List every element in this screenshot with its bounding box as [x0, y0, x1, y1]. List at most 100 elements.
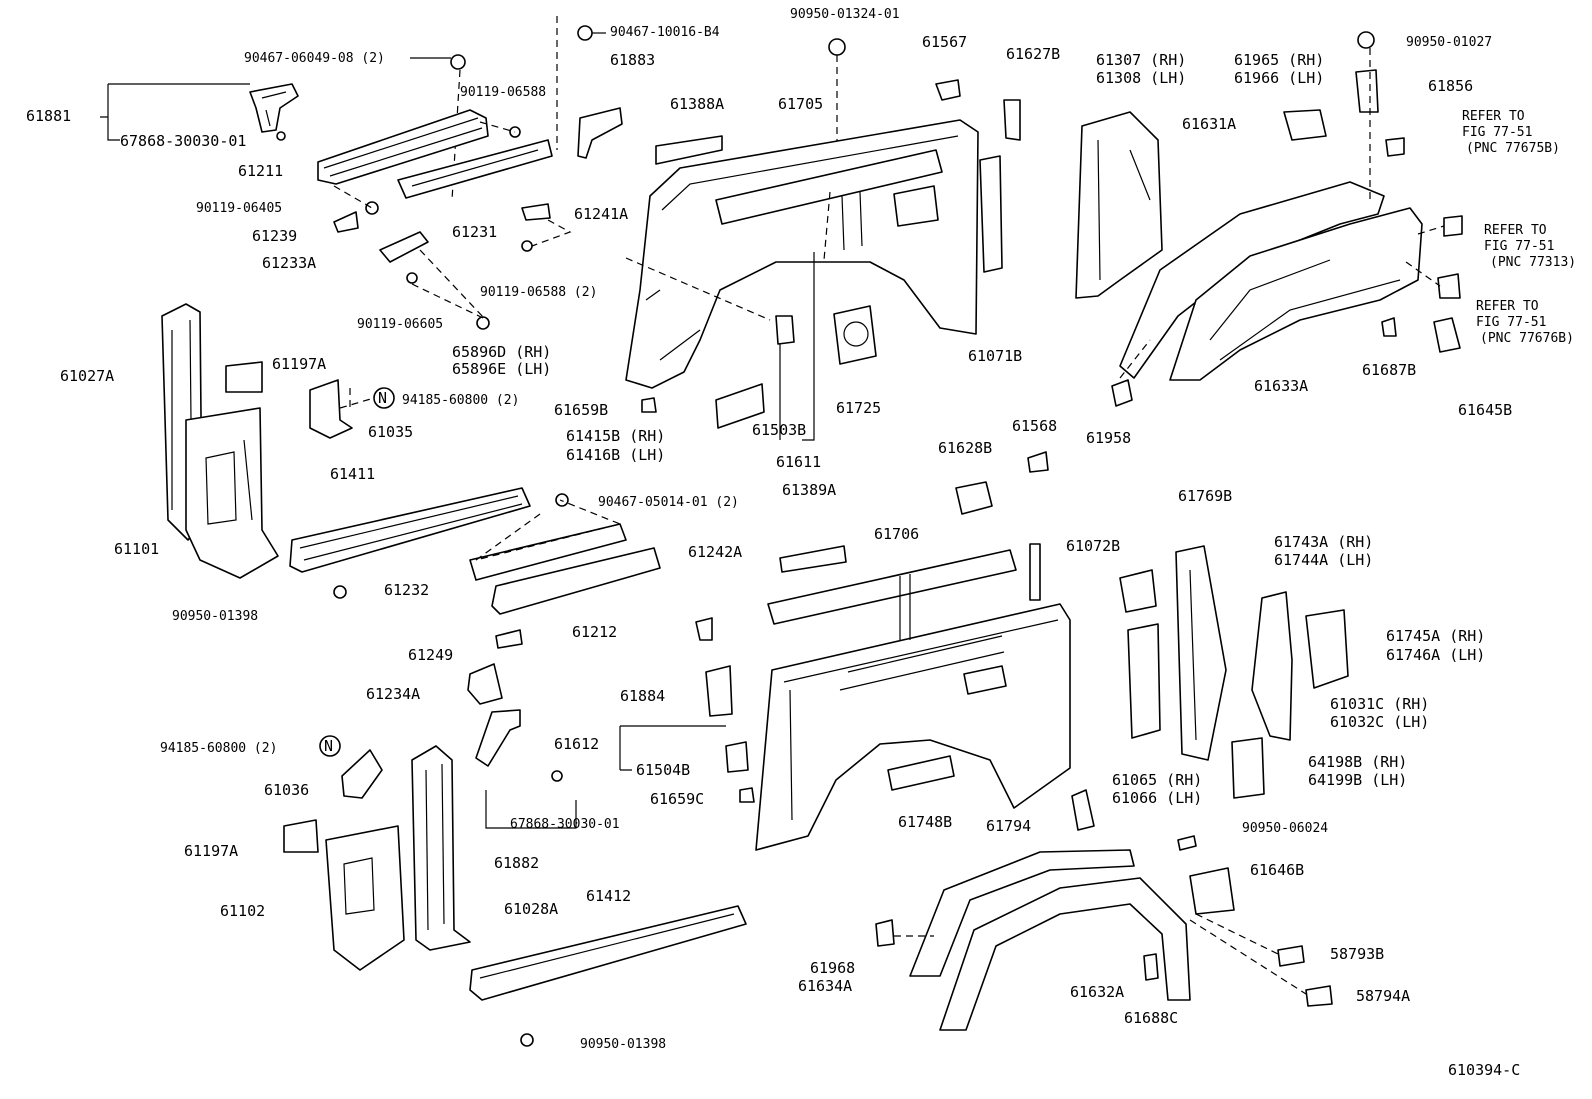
callout-61388A[interactable]: 61388A — [670, 95, 725, 113]
callout-58793B[interactable]: 58793B — [1330, 945, 1385, 963]
callout-90119-06588-2[interactable]: 90119-06588 (2) — [480, 285, 598, 300]
callout-61628B[interactable]: 61628B — [938, 439, 993, 457]
callout-67868-30030-01[interactable]: 67868-30030-01 — [120, 132, 247, 150]
callout-61416B[interactable]: 61416B (LH) — [566, 446, 666, 464]
callout-67868-30030-01-2[interactable]: 67868-30030-01 — [510, 817, 620, 832]
callout-90950-01398-2[interactable]: 90950-01398 — [580, 1037, 667, 1052]
callout-61646B[interactable]: 61646B — [1250, 861, 1305, 879]
callout-90950-06024[interactable]: 90950-06024 — [1242, 821, 1329, 836]
callout-90467-05014-01[interactable]: 90467-05014-01 (2) — [598, 495, 739, 510]
part-77675B — [1385, 137, 1405, 157]
callout-61197A[interactable]: 61197A — [272, 355, 327, 373]
callout-65896E[interactable]: 65896E (LH) — [452, 360, 552, 378]
callout-61412[interactable]: 61412 — [586, 887, 632, 905]
callout-61634A[interactable]: 61634A — [798, 977, 853, 995]
callout-61308[interactable]: 61308 (LH) — [1096, 69, 1187, 87]
callout-61231[interactable]: 61231 — [452, 223, 498, 241]
callout-61197A-2[interactable]: 61197A — [184, 842, 239, 860]
callout-61568[interactable]: 61568 — [1012, 417, 1058, 435]
callout-61743A[interactable]: 61743A (RH) — [1274, 533, 1374, 551]
callout-90467-06049-08[interactable]: 90467-06049-08 (2) — [244, 51, 385, 66]
n-mark-1 — [373, 387, 395, 409]
callout-61688C[interactable]: 61688C — [1124, 1009, 1179, 1027]
callout-61234A[interactable]: 61234A — [366, 685, 421, 703]
n-mark-label-2: N — [324, 737, 334, 755]
callout-90950-01398[interactable]: 90950-01398 — [172, 609, 259, 624]
callout-61659B[interactable]: 61659B — [554, 401, 609, 419]
callout-61503B[interactable]: 61503B — [752, 421, 807, 439]
callout-58794A[interactable]: 58794A — [1356, 987, 1411, 1005]
callout-61882[interactable]: 61882 — [494, 854, 540, 872]
callout-90119-06605[interactable]: 90119-06605 — [357, 317, 444, 332]
callout-61071B[interactable]: 61071B — [968, 347, 1023, 365]
callout-90950-01324-01[interactable]: 90950-01324-01 — [790, 7, 900, 22]
callout-61101[interactable]: 61101 — [114, 540, 160, 558]
callout-61627B[interactable]: 61627B — [1006, 45, 1061, 63]
callout-61883[interactable]: 61883 — [610, 51, 656, 69]
callout-61567[interactable]: 61567 — [922, 33, 968, 51]
callout-61212[interactable]: 61212 — [572, 623, 618, 641]
callout-64199B[interactable]: 64199B (LH) — [1308, 771, 1408, 789]
callout-61031C[interactable]: 61031C (RH) — [1330, 695, 1430, 713]
callout-61633A[interactable]: 61633A — [1254, 377, 1309, 395]
callout-61036[interactable]: 61036 — [264, 781, 310, 799]
callout-61966[interactable]: 61966 (LH) — [1234, 69, 1325, 87]
callout-90119-06405[interactable]: 90119-06405 — [196, 201, 283, 216]
callout-61028A[interactable]: 61028A — [504, 900, 559, 918]
callout-61968[interactable]: 61968 — [810, 959, 856, 977]
callout-61632A[interactable]: 61632A — [1070, 983, 1125, 1001]
callout-61211[interactable]: 61211 — [238, 162, 284, 180]
callout-61389A[interactable]: 61389A — [782, 481, 837, 499]
callout-61744A[interactable]: 61744A (LH) — [1274, 551, 1374, 569]
callout-61631A[interactable]: 61631A — [1182, 115, 1237, 133]
callout-61725[interactable]: 61725 — [836, 399, 882, 417]
callout-90119-06588[interactable]: 90119-06588 — [460, 85, 547, 100]
callout-61066[interactable]: 61066 (LH) — [1112, 789, 1203, 807]
wheelhouse-61633A — [1169, 207, 1423, 381]
callout-61027A[interactable]: 61027A — [60, 367, 115, 385]
callout-61612[interactable]: 61612 — [554, 735, 600, 753]
callout-61748B[interactable]: 61748B — [898, 813, 953, 831]
callout-61687B[interactable]: 61687B — [1362, 361, 1417, 379]
callout-61794[interactable]: 61794 — [986, 817, 1032, 835]
panel-61102 — [325, 825, 405, 971]
callout-90950-01027[interactable]: 90950-01027 — [1406, 35, 1493, 50]
callout-61307[interactable]: 61307 (RH) — [1096, 51, 1187, 69]
callout-61504B[interactable]: 61504B — [636, 761, 691, 779]
callout-94185-60800-2[interactable]: 94185-60800 (2) — [160, 741, 278, 756]
callout-61705[interactable]: 61705 — [778, 95, 824, 113]
callout-61233A[interactable]: 61233A — [262, 254, 317, 272]
callout-61706[interactable]: 61706 — [874, 525, 920, 543]
callout-61965[interactable]: 61965 (RH) — [1234, 51, 1325, 69]
callout-61745A[interactable]: 61745A (RH) — [1386, 627, 1486, 645]
callout-64198B[interactable]: 64198B (RH) — [1308, 753, 1408, 771]
clip-61659C — [739, 787, 755, 803]
callout-65896D[interactable]: 65896D (RH) — [452, 343, 552, 361]
callout-61746A[interactable]: 61746A (LH) — [1386, 646, 1486, 664]
callout-61611[interactable]: 61611 — [776, 453, 822, 471]
callout-61958[interactable]: 61958 — [1086, 429, 1132, 447]
callout-61232[interactable]: 61232 — [384, 581, 430, 599]
rail-61212 — [491, 547, 661, 615]
wheelhouse-61632A — [939, 877, 1191, 1031]
callout-61659C[interactable]: 61659C — [650, 790, 705, 808]
reinforcement-61415B — [715, 383, 765, 429]
callout-61242A[interactable]: 61242A — [688, 543, 743, 561]
callout-61881[interactable]: 61881 — [26, 107, 72, 125]
callout-61411[interactable]: 61411 — [330, 465, 376, 483]
callout-61035[interactable]: 61035 — [368, 423, 414, 441]
callout-61102[interactable]: 61102 — [220, 902, 266, 920]
callout-61065[interactable]: 61065 (RH) — [1112, 771, 1203, 789]
callout-61769B[interactable]: 61769B — [1178, 487, 1233, 505]
callout-61249[interactable]: 61249 — [408, 646, 454, 664]
callout-61032C[interactable]: 61032C (LH) — [1330, 713, 1430, 731]
callout-94185-60800[interactable]: 94185-60800 (2) — [402, 393, 520, 408]
callout-90467-10016-B4[interactable]: 90467-10016-B4 — [610, 25, 720, 40]
callout-61239[interactable]: 61239 — [252, 227, 298, 245]
callout-61241A[interactable]: 61241A — [574, 205, 629, 223]
callout-61072B[interactable]: 61072B — [1066, 537, 1121, 555]
callout-61856[interactable]: 61856 — [1428, 77, 1474, 95]
callout-61884[interactable]: 61884 — [620, 687, 666, 705]
callout-61415B[interactable]: 61415B (RH) — [566, 427, 666, 445]
callout-61645B[interactable]: 61645B — [1458, 401, 1513, 419]
